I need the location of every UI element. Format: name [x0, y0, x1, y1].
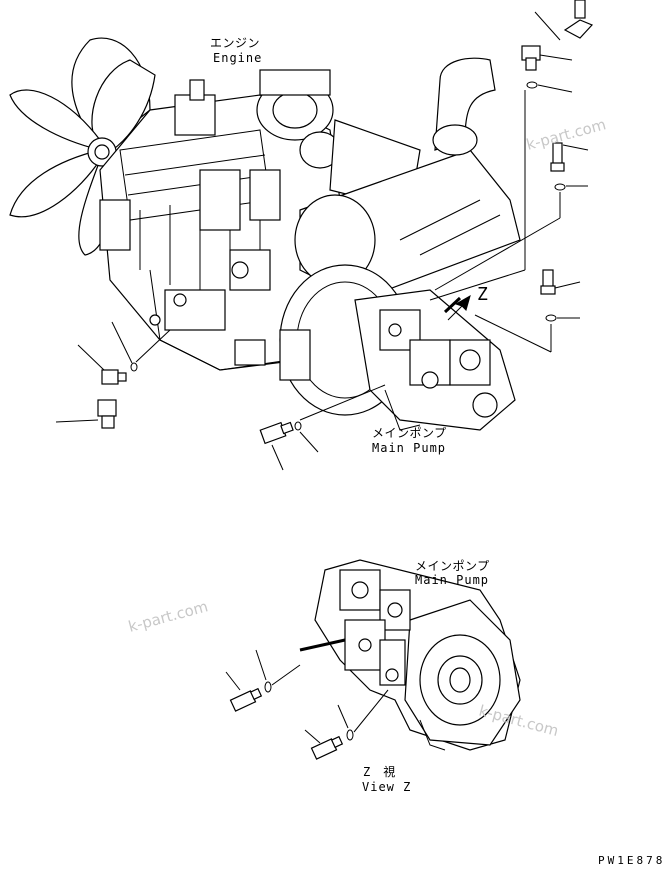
sensor-pump-front [259, 384, 386, 471]
muffler [294, 57, 521, 301]
sensor-right-low [474, 269, 581, 353]
sensor-lower-1 [225, 649, 301, 712]
sensor-lower-2 [304, 689, 389, 760]
watermark-2: k-part.com [126, 597, 210, 636]
main-pump-bottom-label-en: Main Pump [415, 573, 489, 587]
watermark-1: k-part.com [524, 115, 608, 154]
main-pump-bottom-label-jp: メインポンプ [415, 559, 490, 573]
engine-label-jp: エンジン [210, 36, 260, 50]
view-z-label-jp: Z 視 [363, 764, 396, 779]
view-z-marker: Z [477, 284, 489, 305]
main-pump-view-z [299, 559, 521, 751]
view-direction-arrow-icon [443, 294, 471, 321]
sensor-top-right [429, 0, 594, 301]
main-pump-top-label-jp: メインポンプ [372, 426, 447, 440]
main-pump-top-label-en: Main Pump [372, 441, 446, 455]
view-z-label-en: View Z [362, 780, 411, 794]
sensor-left [55, 321, 171, 429]
engine-label-en: Engine [213, 51, 262, 65]
engine-assembly [9, 37, 521, 431]
sensor-right-mid [434, 142, 589, 291]
main-pump-mounted [354, 289, 516, 431]
drawing-code: PW1E878 [598, 854, 665, 867]
